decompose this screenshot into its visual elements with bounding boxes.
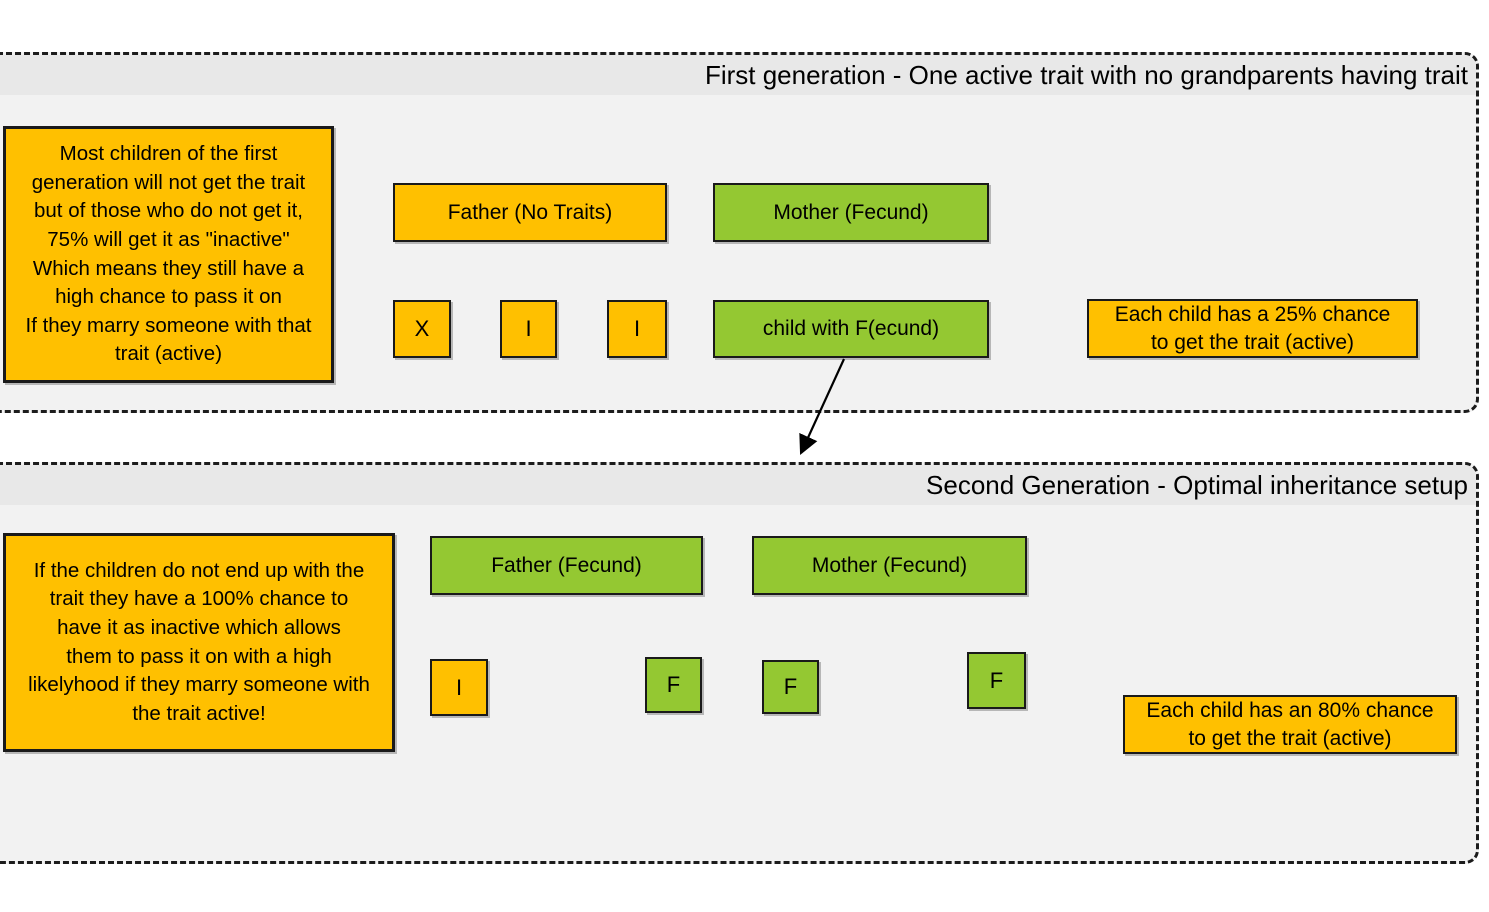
section-first-generation-title-band: First generation - One active trait with… [0,55,1476,95]
gen1-child-x-box: X [393,300,451,358]
section-first-generation-title: First generation - One active trait with… [704,59,1468,90]
gen2-mother-box: Mother (Fecund) [752,536,1027,595]
gen1-child-inactive-box-1: I [500,300,557,358]
section-second-generation-title: Second Generation - Optimal inheritance … [926,469,1468,500]
gen1-chance-note: Each child has a 25% chance to get the t… [1087,299,1418,358]
gen1-father-box: Father (No Traits) [393,183,667,242]
section-second-generation: Second Generation - Optimal inheritance … [0,462,1479,864]
gen1-explanation-note: Most children of the first generation wi… [3,126,334,383]
gen2-child-fecund-box-2: F [762,660,819,714]
section-second-generation-title-band: Second Generation - Optimal inheritance … [0,465,1476,505]
gen1-child-inactive-box-2: I [607,300,667,358]
gen2-child-inactive-box: I [430,659,488,716]
gen2-chance-note: Each child has an 80% chance to get the … [1123,695,1457,754]
gen1-child-fecund-box: child with F(ecund) [713,300,989,358]
gen2-explanation-note: If the children do not end up with the t… [3,533,395,752]
gen2-child-fecund-box-3: F [967,652,1026,709]
gen2-child-fecund-box-1: F [645,657,702,713]
gen1-mother-box: Mother (Fecund) [713,183,989,242]
gen2-father-box: Father (Fecund) [430,536,703,595]
